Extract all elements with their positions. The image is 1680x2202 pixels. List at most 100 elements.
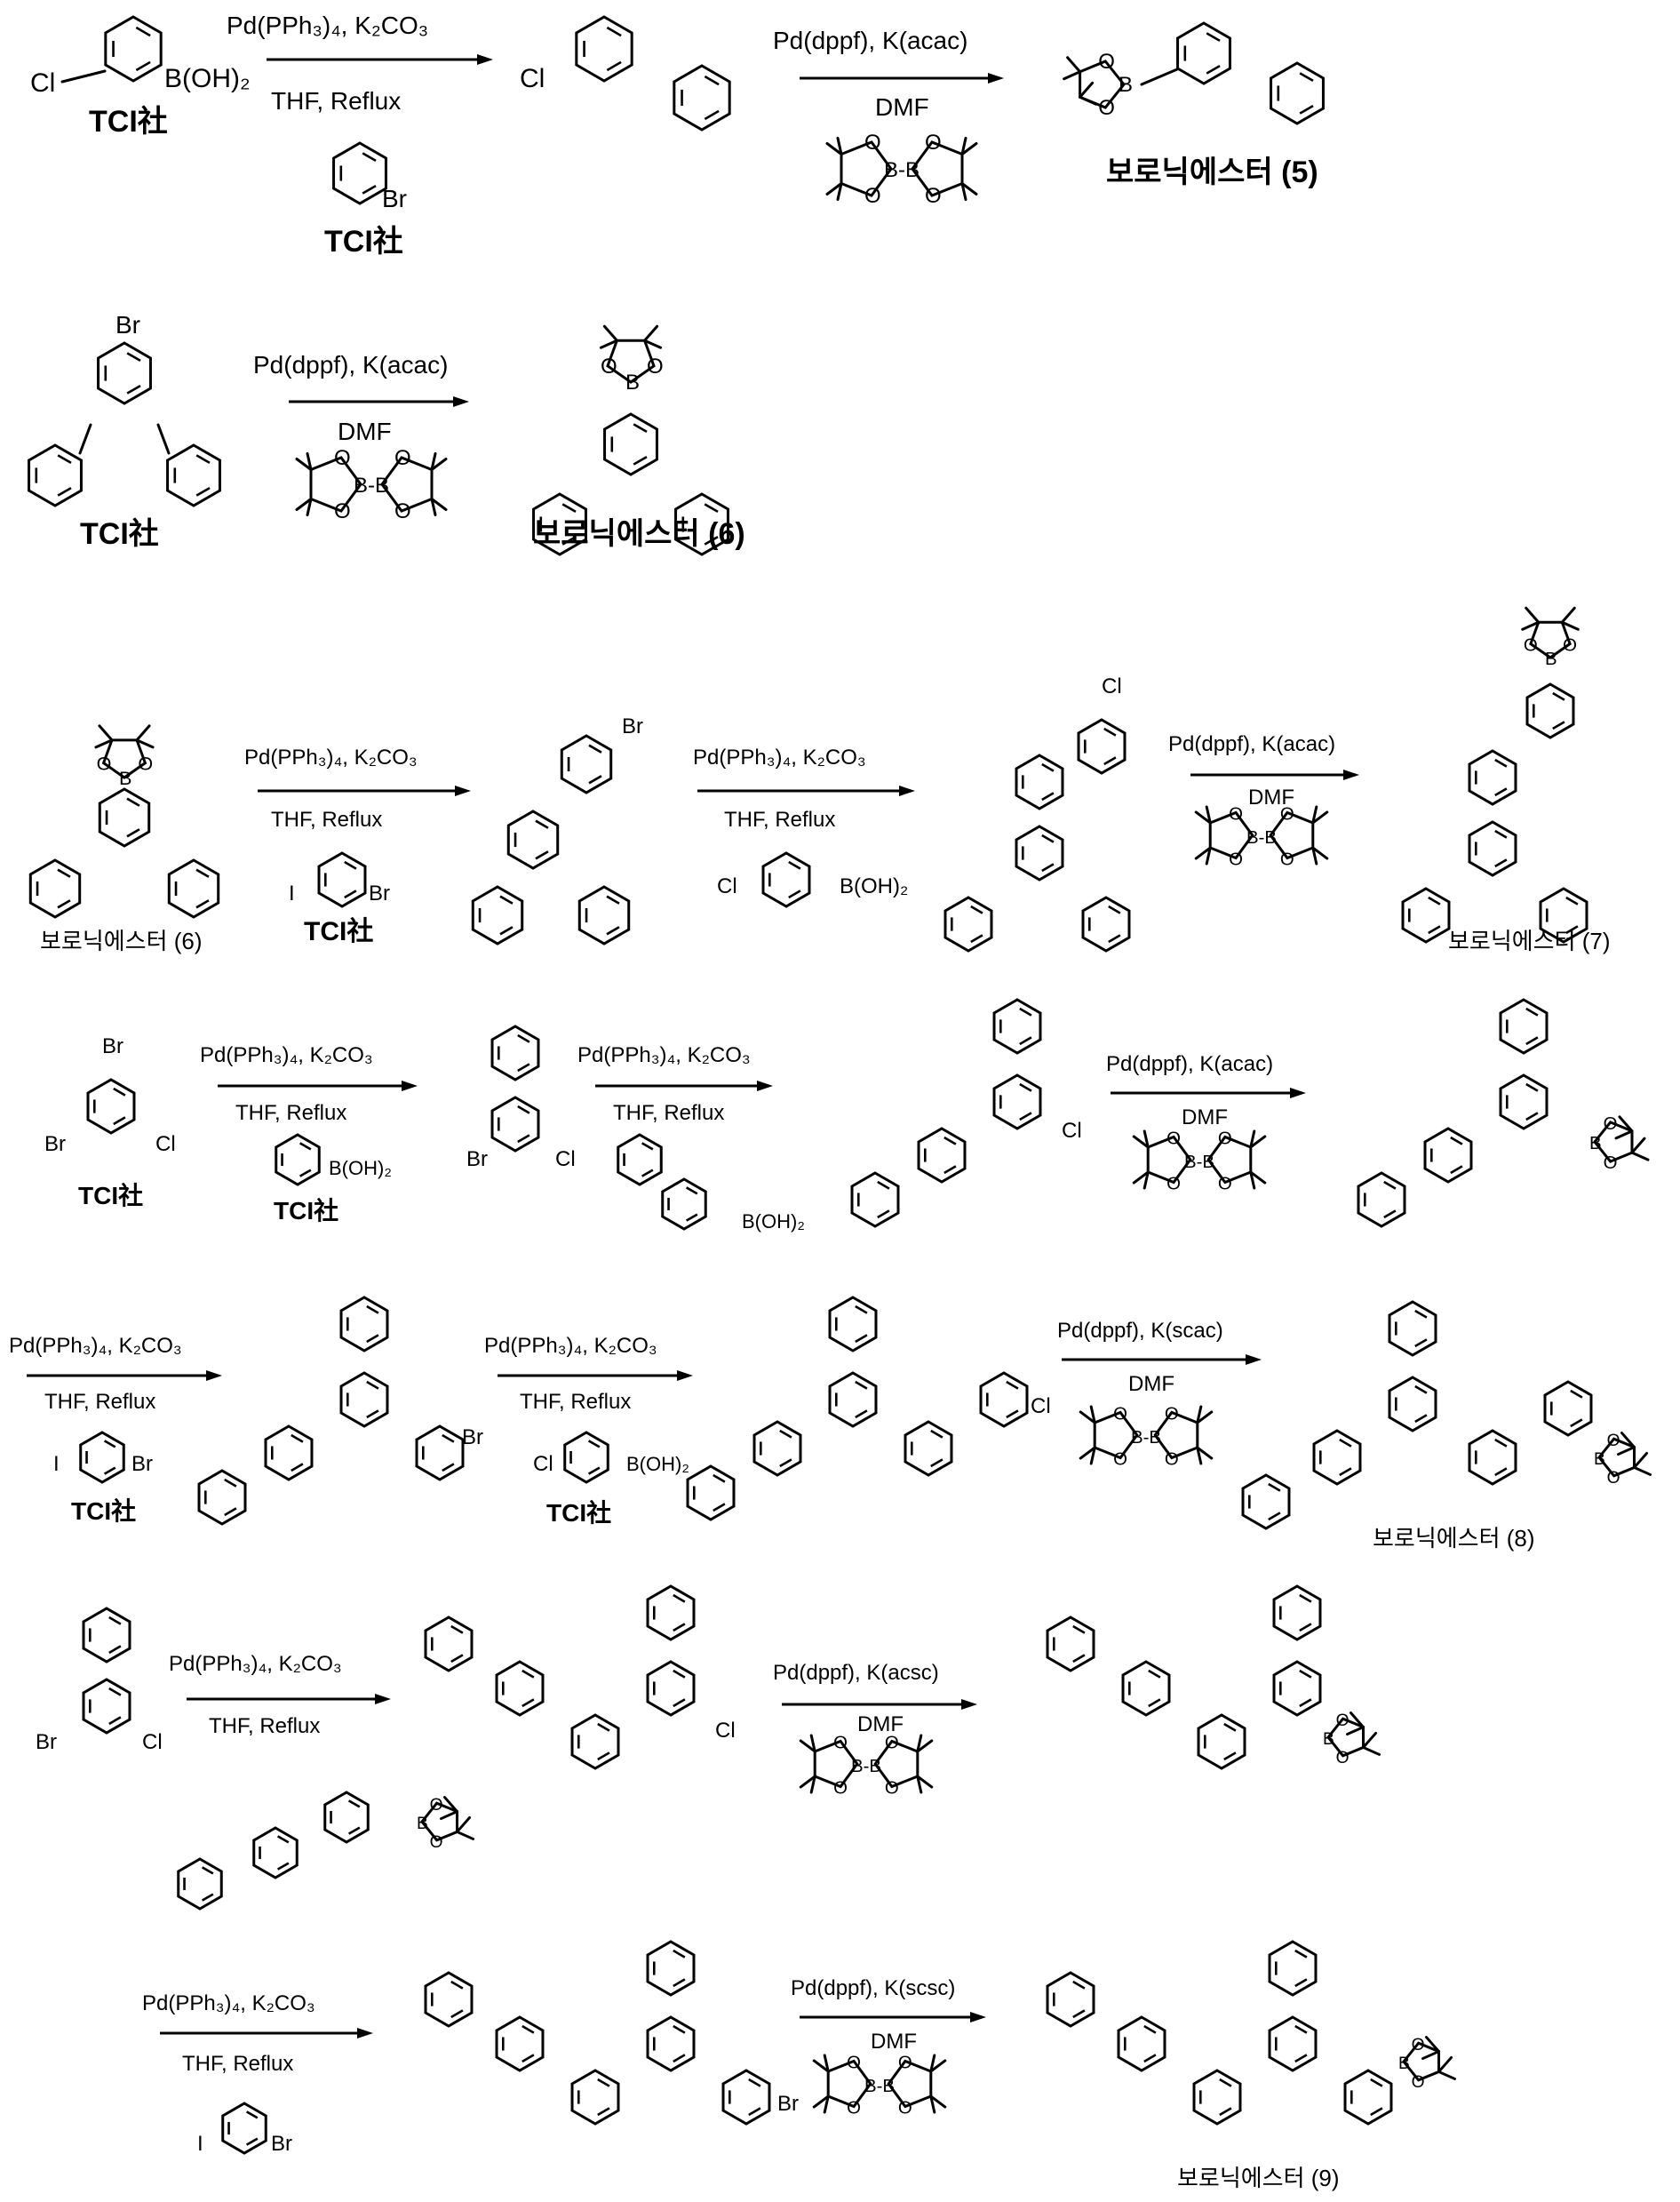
supplier-label: TCI社 bbox=[546, 1499, 611, 1527]
benzene-ring bbox=[994, 1075, 1040, 1129]
benzene-ring bbox=[1083, 898, 1129, 951]
boronic-acid-label: B(OH)₂ bbox=[742, 1210, 805, 1233]
reagent-label: Pd(dppf), K(scac) bbox=[1057, 1319, 1223, 1343]
benzene-ring bbox=[1270, 2017, 1316, 2070]
diboron-label: B-B bbox=[1246, 828, 1277, 848]
bromo-label: Br bbox=[622, 714, 643, 738]
benzene-ring bbox=[1274, 1662, 1320, 1715]
benzene-ring bbox=[168, 445, 220, 506]
diboron-label: B-B bbox=[354, 474, 389, 498]
benzene-ring bbox=[1198, 1715, 1245, 1768]
reaction-arrow bbox=[267, 54, 493, 65]
condition-label: THF, Reflux bbox=[182, 2052, 293, 2076]
benzene-ring bbox=[84, 1608, 130, 1662]
reaction-arrow bbox=[160, 2028, 373, 2038]
bromo-label: Br bbox=[44, 1132, 66, 1156]
oxygen-label: O bbox=[1607, 1469, 1620, 1488]
boron-label: B bbox=[625, 371, 640, 395]
boron-label: B bbox=[119, 767, 131, 789]
b2pin2-reagent: OOOOB-B bbox=[1196, 805, 1327, 870]
benzene-ring bbox=[325, 1792, 368, 1842]
diboron-label: B-B bbox=[1184, 1153, 1214, 1172]
benzene-ring bbox=[945, 898, 991, 951]
benzene-ring bbox=[905, 1422, 951, 1475]
benzene-ring bbox=[30, 860, 79, 917]
benzene-ring bbox=[276, 1135, 319, 1185]
benzene-ring bbox=[1123, 1662, 1169, 1715]
b2pin2-reagent: OOOOB-B bbox=[814, 2054, 945, 2118]
oxygen-label: O bbox=[1604, 1114, 1618, 1134]
benzene-ring bbox=[1469, 751, 1516, 804]
benzene-ring bbox=[1314, 1431, 1360, 1484]
product-label-ester8: 보로닉에스터 (8) bbox=[1373, 1525, 1535, 1552]
benzene-ring bbox=[754, 1422, 800, 1475]
benzene-ring bbox=[1270, 1942, 1316, 1995]
reagent-label: Pd(PPh₃)₄, K₂CO₃ bbox=[169, 1652, 342, 1676]
benzene-ring bbox=[852, 1173, 898, 1226]
benzene-ring bbox=[919, 1129, 965, 1182]
condition-label: THF, Reflux bbox=[235, 1101, 346, 1125]
bond bbox=[62, 71, 105, 82]
benzene-ring bbox=[334, 143, 386, 203]
oxygen-label: O bbox=[925, 184, 942, 208]
oxygen-label: O bbox=[1412, 2036, 1425, 2054]
benzene-ring bbox=[492, 1097, 538, 1151]
oxygen-label: O bbox=[1165, 1450, 1179, 1470]
benzene-ring bbox=[84, 1679, 130, 1733]
benzene-ring bbox=[99, 343, 151, 403]
oxygen-label: O bbox=[847, 2099, 861, 2118]
benzene-ring bbox=[81, 1432, 123, 1482]
oxygen-label: O bbox=[601, 355, 617, 379]
benzene-ring bbox=[1243, 1475, 1289, 1528]
benzene-ring bbox=[1501, 1075, 1547, 1129]
reaction-arrow bbox=[697, 786, 915, 796]
reaction-arrow bbox=[289, 396, 469, 407]
bromo-label: Br bbox=[131, 1452, 153, 1476]
boronic-acid-label: B(OH)₂ bbox=[329, 1157, 392, 1179]
benzene-ring bbox=[1194, 2070, 1240, 2124]
b2pin2-reagent: OOOOB-B bbox=[827, 131, 976, 208]
pinacol-boronate: BOO bbox=[1523, 608, 1579, 669]
boron-label: B bbox=[1398, 2054, 1410, 2073]
bromo-label: Br bbox=[777, 2092, 799, 2116]
reagent-label: Pd(PPh₃)₄, K₂CO₃ bbox=[484, 1334, 657, 1358]
benzene-ring bbox=[1358, 1173, 1405, 1226]
benzene-ring bbox=[648, 2017, 694, 2070]
diboron-label: B-B bbox=[864, 2077, 895, 2096]
bromo-label: Br bbox=[466, 1147, 488, 1171]
benzene-ring bbox=[1501, 1000, 1547, 1053]
benzene-ring bbox=[1469, 1431, 1516, 1484]
bromo-label: Br bbox=[271, 2132, 292, 2156]
reaction-arrow bbox=[800, 73, 1004, 84]
reaction-arrow bbox=[1062, 1354, 1262, 1365]
benzene-ring bbox=[561, 736, 610, 793]
condition-label: THF, Reflux bbox=[209, 1714, 320, 1738]
chloro-label: Cl bbox=[1031, 1394, 1051, 1418]
oxygen-label: O bbox=[1607, 1432, 1620, 1450]
solvent-label: DMF bbox=[1128, 1372, 1174, 1396]
reaction-arrow bbox=[498, 1370, 693, 1381]
chloro-label: Cl bbox=[717, 874, 737, 898]
reactant-label-ester6: 보로닉에스터 (6) bbox=[40, 928, 203, 954]
reagent-label: Pd(PPh₃)₄, K₂CO₃ bbox=[227, 12, 428, 39]
benzene-ring bbox=[199, 1471, 245, 1524]
condition-label: THF, Reflux bbox=[520, 1390, 631, 1414]
oxygen-label: O bbox=[1113, 1450, 1127, 1470]
oxygen-label: O bbox=[833, 1734, 848, 1753]
condition-label: THF, Reflux bbox=[724, 808, 835, 832]
benzene-ring bbox=[763, 853, 809, 906]
benzene-ring bbox=[1119, 2017, 1165, 2070]
iodo-label: I bbox=[197, 2132, 203, 2156]
benzene-ring bbox=[426, 1617, 472, 1671]
benzene-ring bbox=[106, 17, 161, 81]
supplier-label: TCI社 bbox=[324, 225, 403, 259]
oxygen-label: O bbox=[430, 1796, 443, 1815]
iodo-label: I bbox=[289, 882, 295, 906]
reaction-arrow bbox=[27, 1370, 222, 1381]
supplier-label: TCI社 bbox=[89, 105, 168, 139]
reaction-arrow bbox=[1190, 770, 1359, 780]
oxygen-label: O bbox=[430, 1833, 443, 1852]
reagent-label: Pd(PPh₃)₄, K₂CO₃ bbox=[142, 1991, 315, 2015]
benzene-ring bbox=[1389, 1302, 1436, 1355]
